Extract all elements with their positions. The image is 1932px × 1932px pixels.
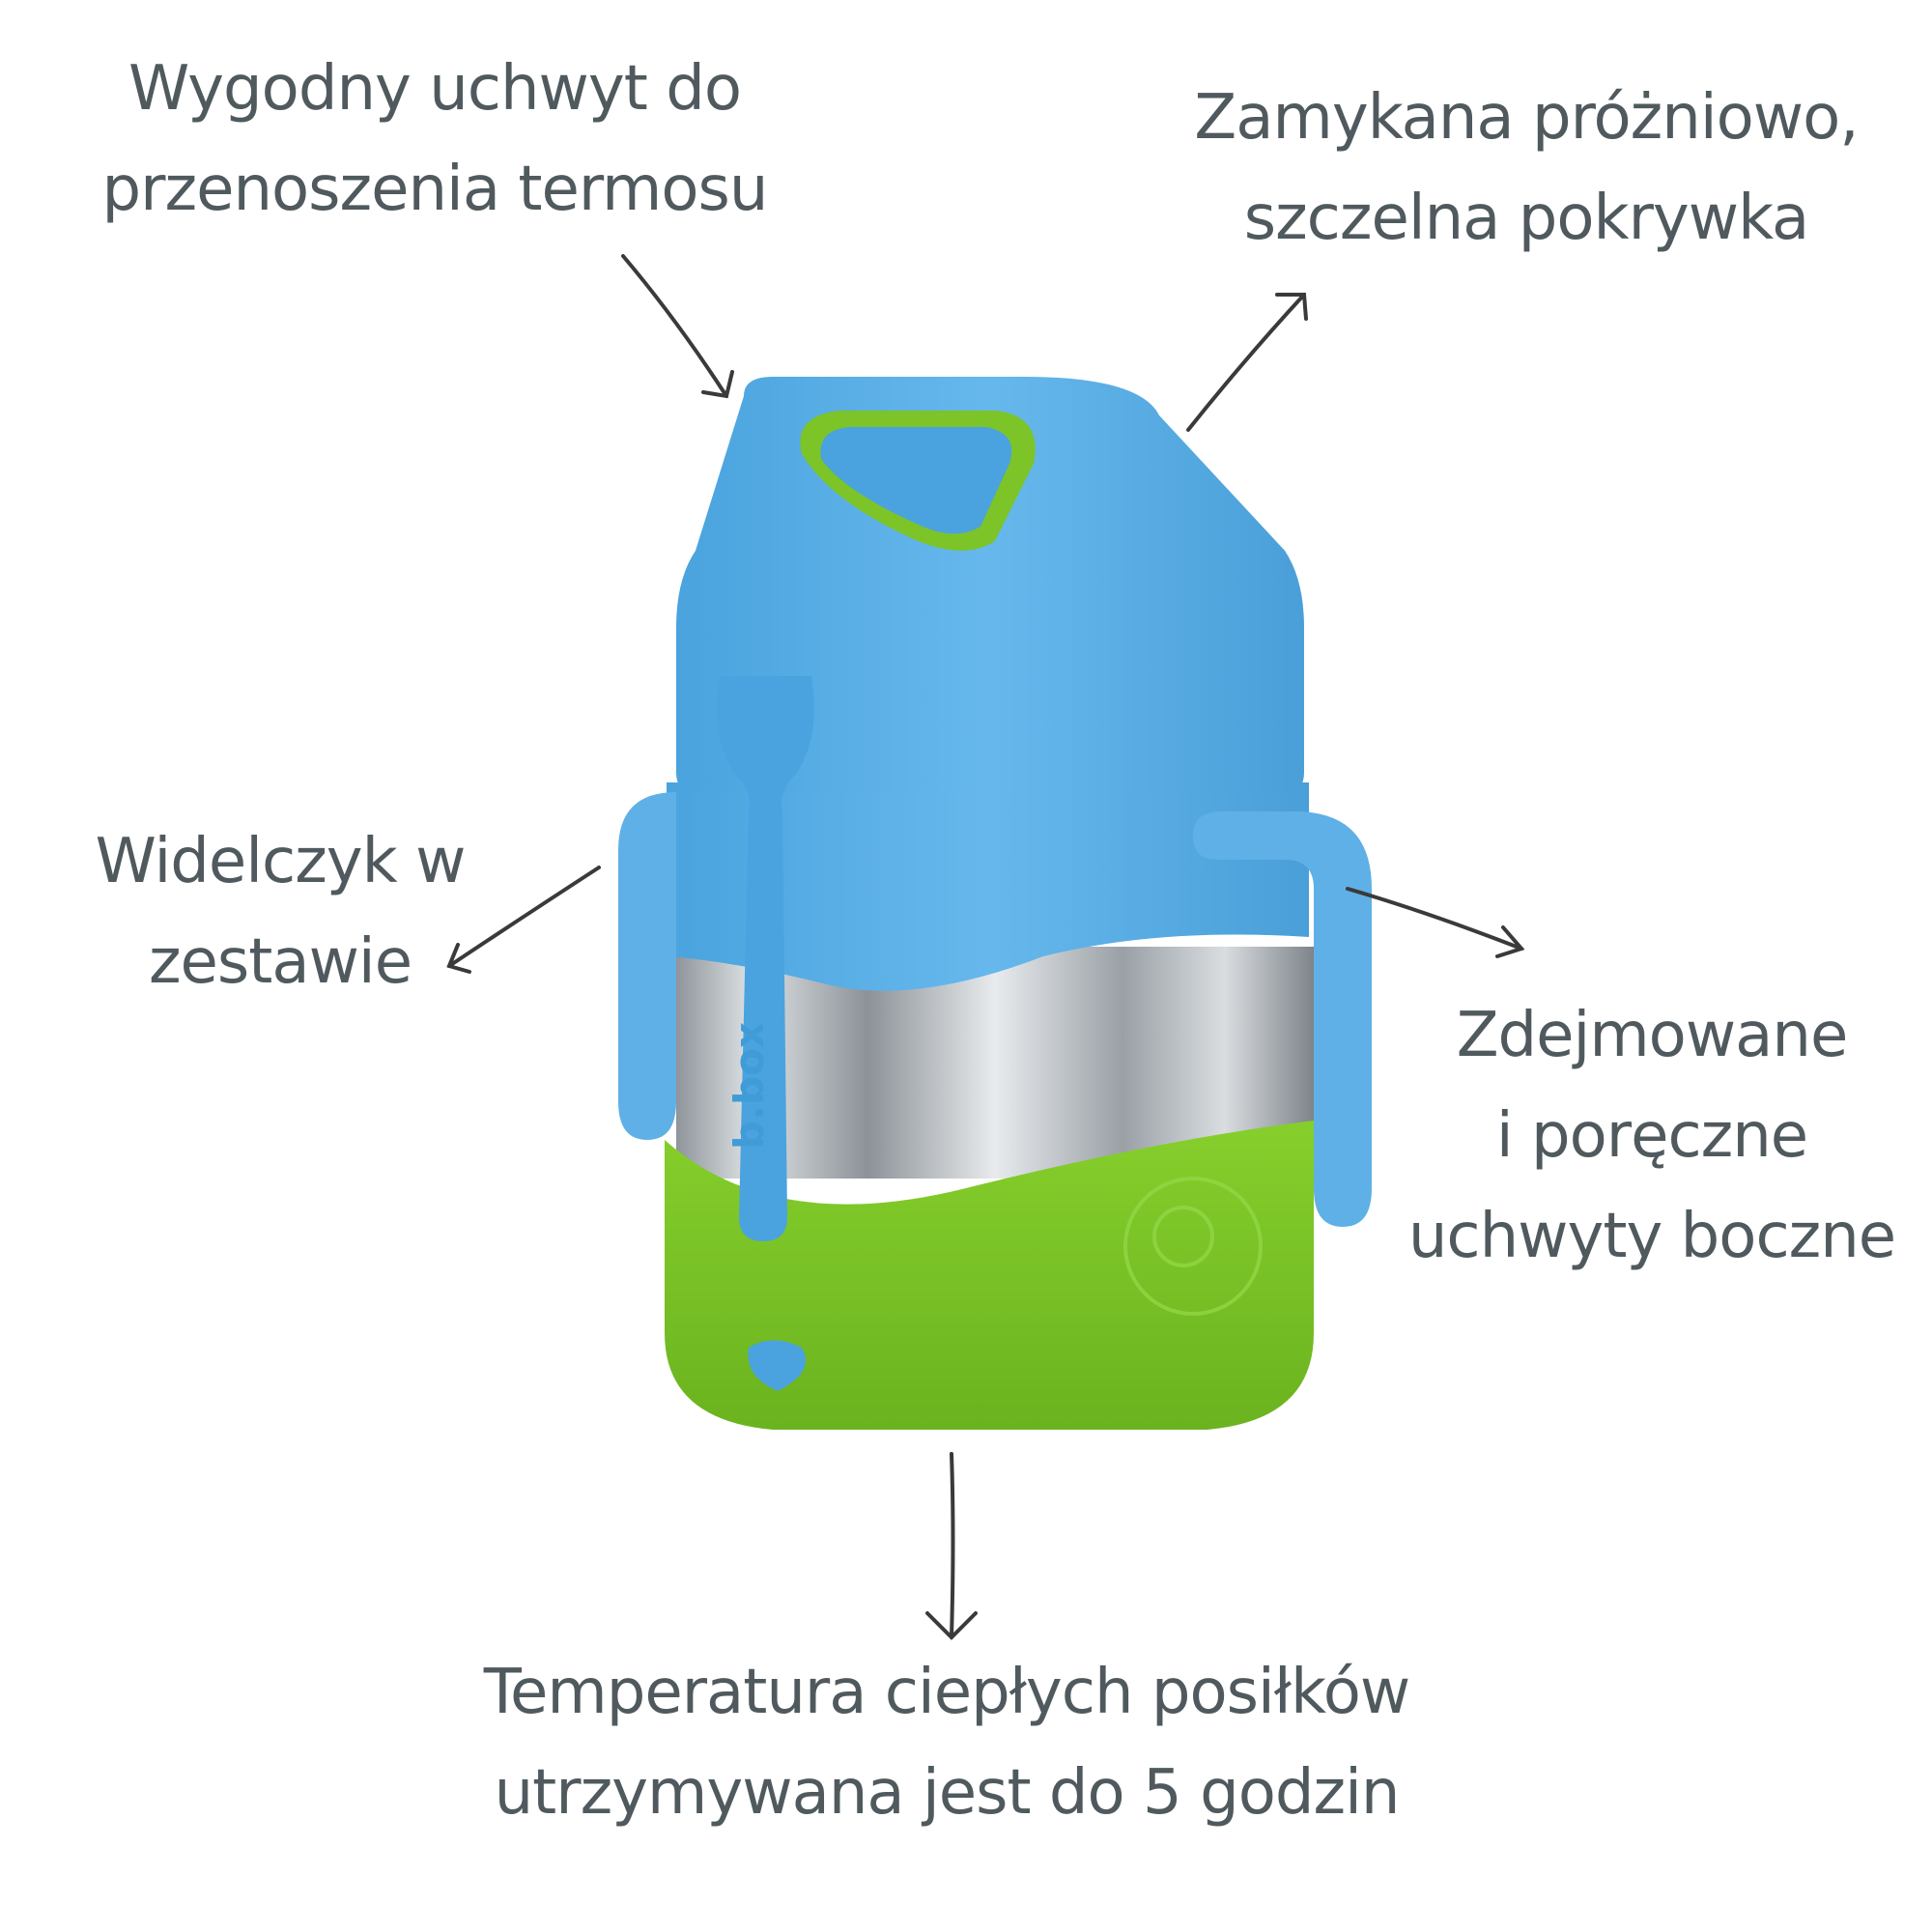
arrow-to-temperature	[950, 1452, 955, 1639]
blue-band	[667, 782, 1309, 991]
side-handles-label-line-1: Zdejmowane	[1456, 1000, 1849, 1071]
steel-body	[676, 947, 1314, 1179]
lid-label-line-2: szczelna pokrywka	[1243, 183, 1810, 254]
fork-label: Widelczyk w zestawie	[39, 811, 522, 1012]
green-sleeve-tab	[748, 1340, 807, 1391]
arrow-to-handle	[621, 254, 728, 398]
handle-label-line-1: Wygodny uchwyt do	[128, 53, 742, 125]
left-side-handle	[618, 792, 676, 1140]
temperature-label-line-1: Temperatura ciepłych posiłków	[483, 1657, 1411, 1728]
right-side-handle	[1193, 811, 1372, 1227]
side-handles-label-line-2: i poręczne	[1495, 1100, 1808, 1172]
side-handles-label: Zdejmowane i poręczne uchwyty boczne	[1391, 985, 1913, 1287]
handle-label-line-2: przenoszenia termosu	[101, 154, 769, 225]
handle-label: Wygodny uchwyt do przenoszenia termosu	[58, 39, 811, 240]
brand-mark: b.box	[725, 1022, 773, 1150]
lid-label: Zamykana próżniowo, szczelna pokrywka	[1150, 68, 1903, 269]
arrows	[446, 254, 1525, 1640]
fork-label-line-1: Widelczyk w	[95, 826, 467, 897]
fork-label-line-2: zestawie	[148, 926, 412, 998]
side-handles-label-line-3: uchwyty boczne	[1407, 1201, 1896, 1272]
arrow-to-lid	[1186, 293, 1306, 432]
temperature-label-line-2: utrzymywana jest do 5 godzin	[494, 1757, 1401, 1829]
temperature-label: Temperatura ciepłych posiłków utrzymywan…	[319, 1642, 1575, 1843]
arrow-to-fork	[447, 866, 601, 968]
arrow-to-side-handles	[1346, 887, 1523, 951]
green-sleeve	[665, 1121, 1314, 1430]
fork	[717, 676, 814, 1241]
lid-label-line-1: Zamykana próżniowo,	[1194, 82, 1859, 154]
